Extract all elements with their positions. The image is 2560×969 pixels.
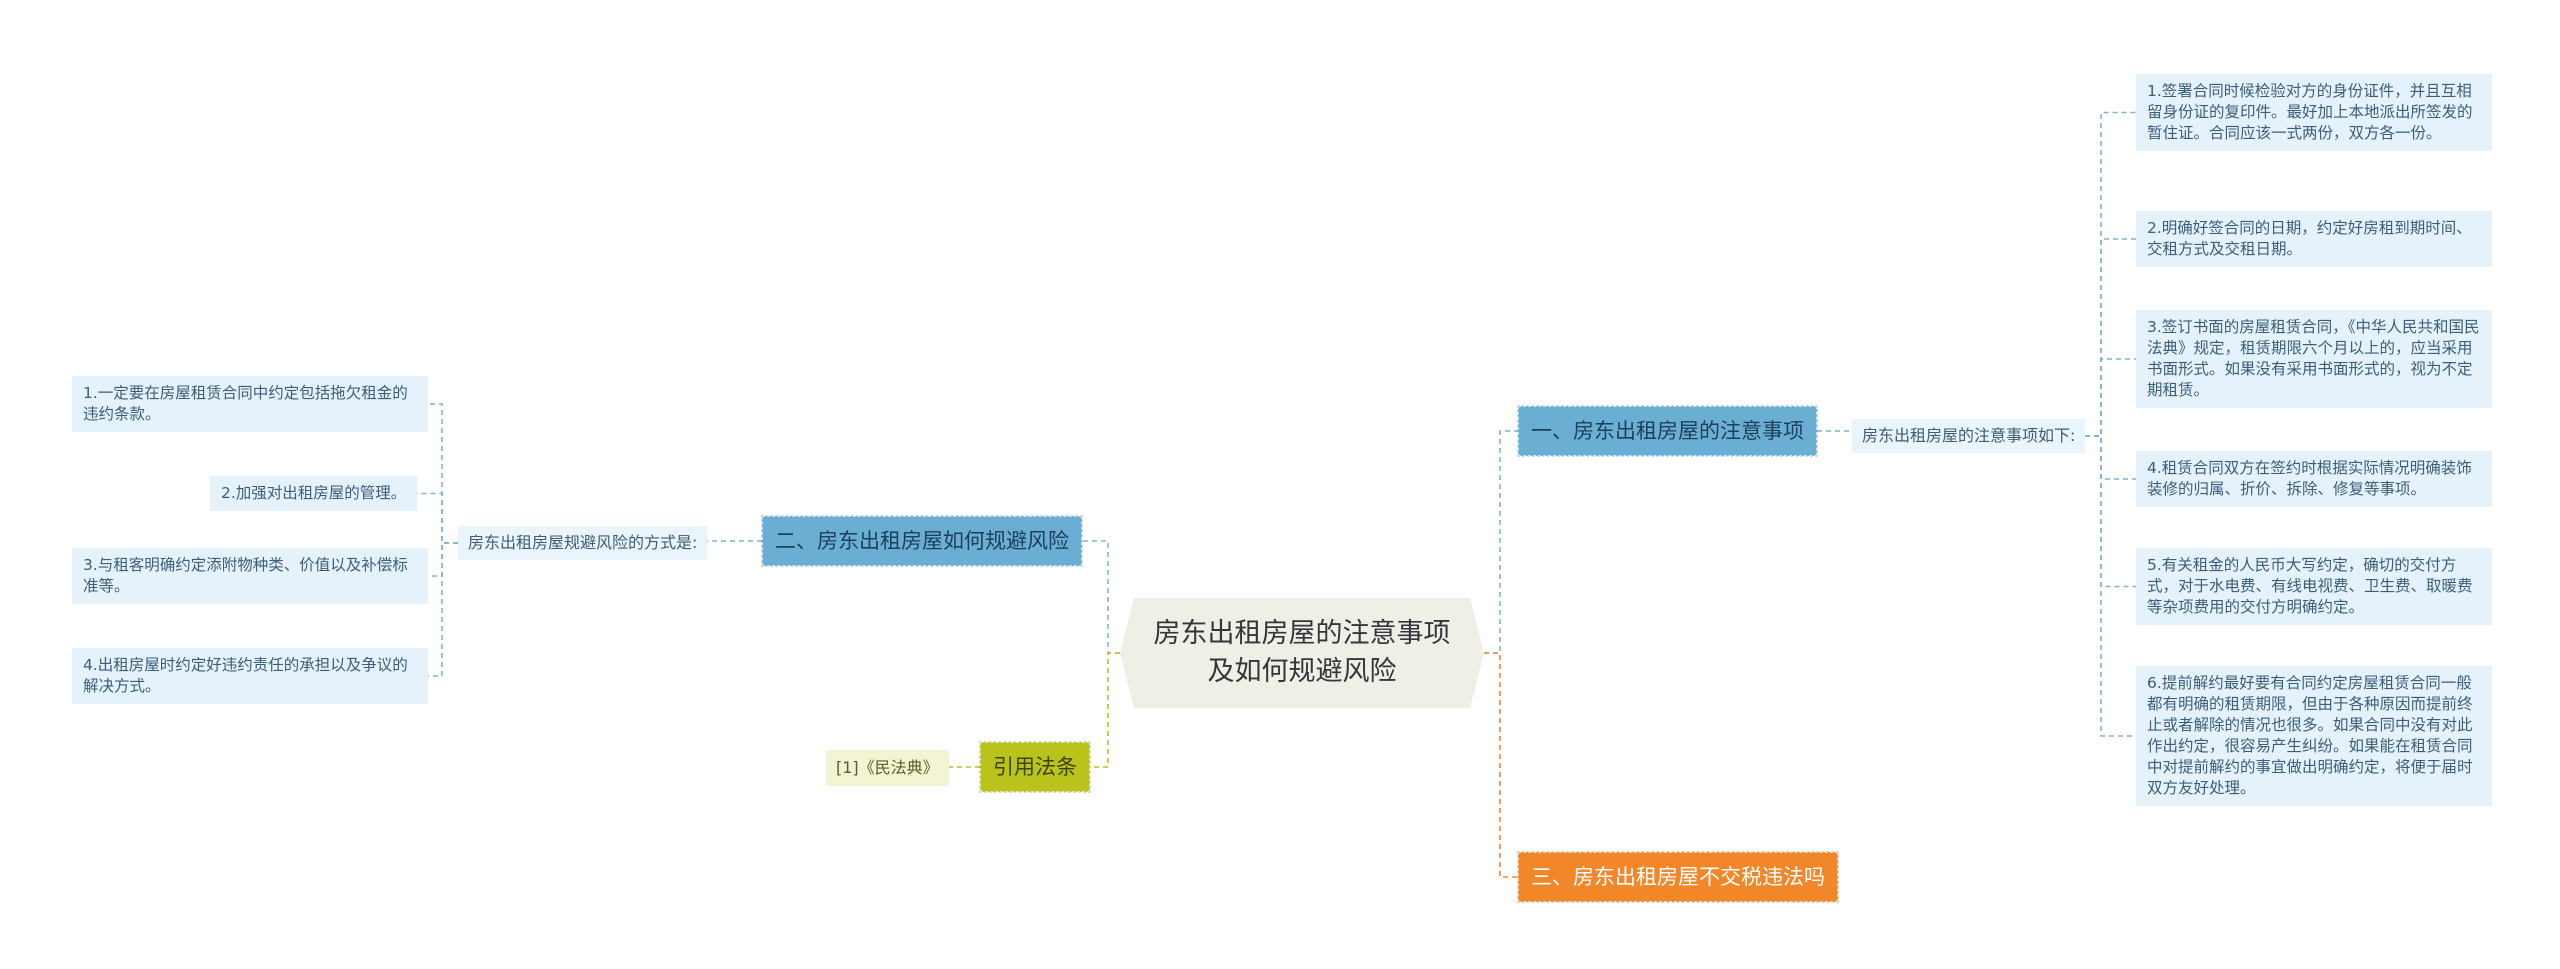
link-b2-item-3 <box>428 542 458 577</box>
notes-item-1[interactable]: 1.签署合同时候检验对方的身份证件，并且互相留身份证的复印件。最好加上本地派出所… <box>2136 74 2492 151</box>
notes-item-4-text: 4.租赁合同双方在签约时根据实际情况明确装饰装修的归属、折价、拆除、修复等事项。 <box>2147 459 2472 498</box>
link-b1-item-5 <box>2085 435 2136 588</box>
risk-summary-label: 房东出租房屋规避风险的方式是: <box>468 533 698 552</box>
link-b1-item-6 <box>2085 435 2136 737</box>
notes-item-3-text: 3.签订书面的房屋租赁合同，《中华人民共和国民法典》规定，租赁期限六个月以上的，… <box>2147 318 2480 399</box>
branch-tax[interactable]: 三、房东出租房屋不交税违法吗 <box>1517 851 1839 903</box>
root-topic-label: 房东出租房屋的注意事项及如何规避风险 <box>1153 618 1451 687</box>
root-topic[interactable]: 房东出租房屋的注意事项及如何规避风险 <box>1120 598 1484 708</box>
notes-item-1-text: 1.签署合同时候检验对方的身份证件，并且互相留身份证的复印件。最好加上本地派出所… <box>2147 82 2473 142</box>
branch-notes[interactable]: 一、房东出租房屋的注意事项 <box>1517 405 1818 457</box>
notes-item-2-text: 2.明确好签合同的日期，约定好房租到期时间、交租方式及交租日期。 <box>2147 219 2472 258</box>
notes-item-4[interactable]: 4.租赁合同双方在签约时根据实际情况明确装饰装修的归属、折价、拆除、修复等事项。 <box>2136 451 2492 507</box>
notes-item-5-text: 5.有关租金的人民币大写约定，确切的交付方式，对于水电费、有线电视费、卫生费、取… <box>2147 556 2473 616</box>
notes-item-6-text: 6.提前解约最好要有合同约定房屋租赁合同一般都有明确的租赁期限，但由于各种原因而… <box>2147 674 2473 797</box>
link-b2-item-2 <box>417 492 458 544</box>
citation-reference[interactable]: [1]《民法典》 <box>826 750 949 786</box>
branch-citation[interactable]: 引用法条 <box>979 741 1091 793</box>
link-root-b4 <box>1090 652 1120 768</box>
branch-tax-label: 三、房东出租房屋不交税违法吗 <box>1531 865 1825 889</box>
branch-risk[interactable]: 二、房东出租房屋如何规避风险 <box>761 515 1083 567</box>
risk-item-4-text: 4.出租房屋时约定好违约责任的承担以及争议的解决方式。 <box>83 656 408 695</box>
link-root-b2 <box>1082 540 1120 654</box>
risk-item-2[interactable]: 2.加强对出租房屋的管理。 <box>210 476 418 511</box>
notes-item-3[interactable]: 3.签订书面的房屋租赁合同，《中华人民共和国民法典》规定，租赁期限六个月以上的，… <box>2136 310 2492 408</box>
link-b1-item-1 <box>2085 111 2136 437</box>
risk-item-1[interactable]: 1.一定要在房屋租赁合同中约定包括拖欠租金的违约条款。 <box>72 376 428 432</box>
notes-summary[interactable]: 房东出租房屋的注意事项如下: <box>1852 419 2086 453</box>
branch-citation-label: 引用法条 <box>993 755 1077 779</box>
link-b1-item-4 <box>2085 435 2136 480</box>
root-hexagon-shape <box>1120 598 1484 708</box>
link-b2-item-4 <box>428 542 458 677</box>
risk-item-3[interactable]: 3.与租客明确约定添附物种类、价值以及补偿标准等。 <box>72 548 428 604</box>
risk-summary[interactable]: 房东出租房屋规避风险的方式是: <box>458 526 708 560</box>
risk-item-2-text: 2.加强对出租房屋的管理。 <box>221 484 407 502</box>
branch-notes-label: 一、房东出租房屋的注意事项 <box>1531 419 1804 443</box>
link-b1-item-2 <box>2085 238 2136 437</box>
notes-item-6[interactable]: 6.提前解约最好要有合同约定房屋租赁合同一般都有明确的租赁期限，但由于各种原因而… <box>2136 666 2492 806</box>
link-b1-item-3 <box>2085 358 2136 437</box>
risk-item-3-text: 3.与租客明确约定添附物种类、价值以及补偿标准等。 <box>83 556 408 595</box>
risk-item-1-text: 1.一定要在房屋租赁合同中约定包括拖欠租金的违约条款。 <box>83 384 408 423</box>
link-root-b1 <box>1484 430 1518 654</box>
risk-item-4[interactable]: 4.出租房屋时约定好违约责任的承担以及争议的解决方式。 <box>72 648 428 704</box>
notes-item-2[interactable]: 2.明确好签合同的日期，约定好房租到期时间、交租方式及交租日期。 <box>2136 211 2492 267</box>
link-root-b3 <box>1484 652 1518 878</box>
citation-reference-label: [1]《民法典》 <box>836 758 939 777</box>
link-b2-item-1 <box>428 403 458 544</box>
branch-risk-label: 二、房东出租房屋如何规避风险 <box>775 529 1069 553</box>
notes-summary-label: 房东出租房屋的注意事项如下: <box>1862 426 2076 445</box>
notes-item-5[interactable]: 5.有关租金的人民币大写约定，确切的交付方式，对于水电费、有线电视费、卫生费、取… <box>2136 548 2492 625</box>
